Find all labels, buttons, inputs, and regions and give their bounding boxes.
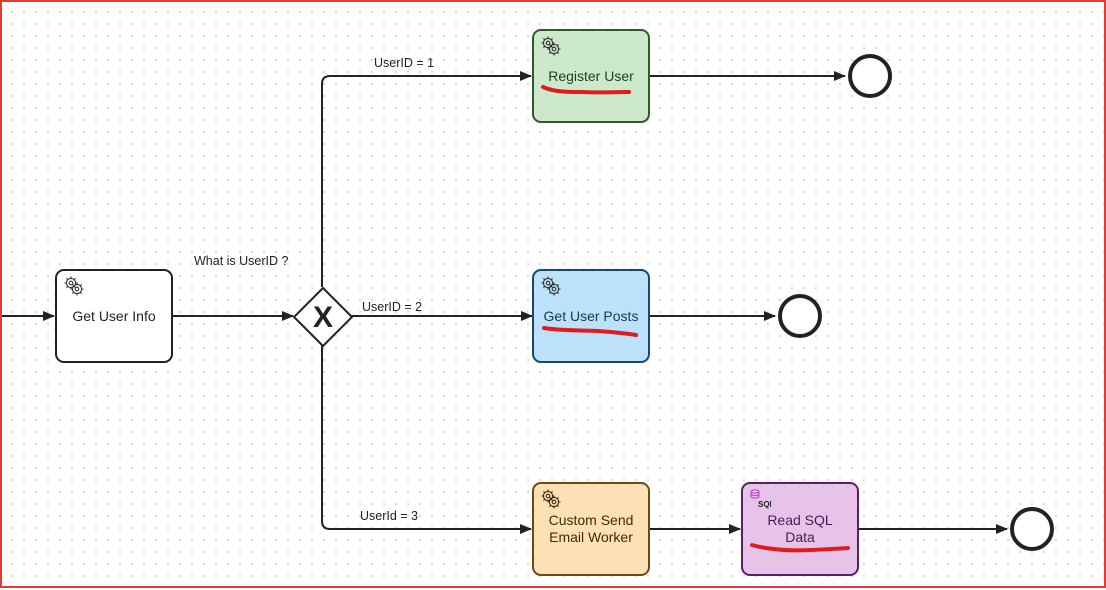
task-register-user[interactable]: Register User <box>532 29 650 123</box>
database-sql-icon: SQL <box>750 489 771 509</box>
gear-icon <box>541 276 561 296</box>
flow-branch-3 <box>321 345 532 534</box>
condition-label-2: UserID = 2 <box>362 300 423 314</box>
task-get-user-info[interactable]: Get User Info <box>55 269 173 363</box>
end-event-register[interactable] <box>848 54 892 98</box>
task-label: Get User Info <box>72 307 156 324</box>
exclusive-gateway[interactable]: X <box>293 287 353 347</box>
task-get-user-posts[interactable]: Get User Posts <box>532 269 650 363</box>
task-label: Register User <box>548 67 634 84</box>
condition-label-1: UserID = 1 <box>374 56 435 70</box>
gear-icon <box>541 36 561 56</box>
gear-icon <box>541 489 561 509</box>
task-label: Read SQL Data <box>767 512 833 545</box>
task-label: Custom Send Email Worker <box>548 512 634 545</box>
gear-icon <box>64 276 84 296</box>
gateway-x-icon: X <box>313 301 333 334</box>
end-event-sql[interactable] <box>1010 507 1054 551</box>
task-label: Get User Posts <box>543 307 639 324</box>
end-event-posts[interactable] <box>778 294 822 338</box>
gateway-question-label: What is UserID ? <box>194 254 289 268</box>
task-read-sql-data[interactable]: SQL Read SQL Data <box>741 482 859 576</box>
sql-icon-text: SQL <box>758 500 771 509</box>
condition-label-3: UserId = 3 <box>360 509 419 523</box>
flow-branch-1 <box>321 71 532 287</box>
task-custom-send-email-worker[interactable]: Custom Send Email Worker <box>532 482 650 576</box>
